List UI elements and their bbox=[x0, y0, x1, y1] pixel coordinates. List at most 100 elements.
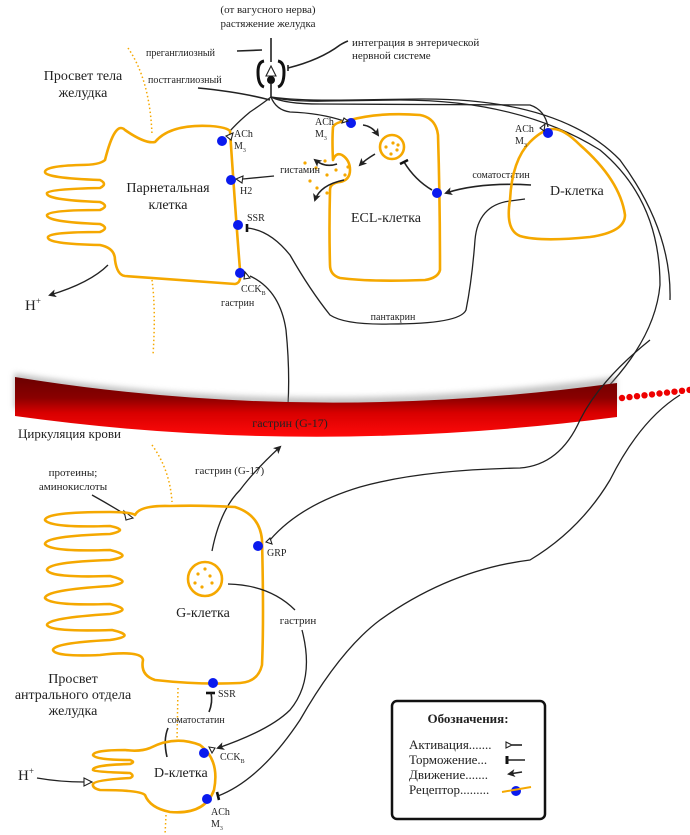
blood-flow-dot bbox=[633, 393, 641, 400]
parietal-cck-label: CCKB bbox=[241, 284, 266, 297]
ecl-vesicle bbox=[378, 133, 406, 161]
parietal-m3-label: M3 bbox=[234, 141, 246, 154]
receptor-cck-b-d-bottom bbox=[199, 748, 209, 758]
activation-ach-icon bbox=[224, 132, 234, 141]
g-cell-name: G-клетка bbox=[176, 606, 230, 621]
parietal-gastrin-label: гастрин bbox=[221, 298, 255, 309]
activation-gastrin-icon bbox=[243, 270, 252, 280]
h-plus-parietal: H+ bbox=[25, 296, 41, 314]
receptor-grp bbox=[253, 541, 263, 551]
legend-box bbox=[390, 699, 547, 821]
ganglion-bracket-left bbox=[256, 59, 265, 89]
branch-to-g-cell bbox=[270, 96, 671, 301]
parietal-ach-label: ACh bbox=[234, 129, 253, 140]
d-bottom-ach-label: ACh bbox=[211, 807, 230, 818]
d-cell-top-membrane bbox=[507, 127, 627, 241]
enteric-label-1: интеграция в энтерической bbox=[352, 37, 479, 49]
legend: Обозначения: Активация....... Торможение… bbox=[390, 699, 547, 821]
gastrin-in-blood-label: гастрин (G-17) bbox=[252, 416, 327, 430]
activation-cck-d-icon bbox=[208, 746, 216, 755]
lumen-body-label-1: Просвет тела bbox=[44, 69, 123, 84]
ecl-ach-label: ACh bbox=[315, 117, 334, 128]
enteric-label-2: нервной системе bbox=[352, 50, 431, 62]
d-top-m3-label: M3 bbox=[515, 136, 527, 149]
legend-title: Обозначения: bbox=[427, 711, 508, 726]
legend-item-inhibition: Торможение... bbox=[409, 752, 487, 767]
neuron-soma-icon bbox=[267, 76, 275, 84]
lumen-body-label-2: желудка bbox=[58, 86, 109, 101]
somatostatin-to-ecl-arrow bbox=[444, 183, 532, 195]
blood-flow-dot bbox=[656, 390, 663, 397]
g-cell-ssr-label: SSR bbox=[218, 689, 236, 700]
proteins-label-1: протеины; bbox=[49, 467, 98, 479]
blood-flow-dot bbox=[648, 391, 656, 398]
lumen-boundary-mid bbox=[151, 279, 156, 356]
histamine-label: гистамин bbox=[280, 165, 321, 176]
ganglion-synapse bbox=[197, 38, 671, 396]
stretch-label: растяжение желудка bbox=[220, 18, 315, 30]
g-cell-gastrin-label: гастрин bbox=[280, 615, 317, 627]
receptor-ssr-parietal bbox=[233, 220, 243, 230]
lumen-boundary-bottom bbox=[164, 814, 167, 835]
activation-ach-d-icon bbox=[539, 122, 546, 132]
activation-histamine-icon bbox=[234, 175, 244, 184]
g-cell-vesicle bbox=[186, 560, 224, 598]
gastrin-local-line-1 bbox=[227, 583, 296, 611]
lumen-boundary-antrum-lower bbox=[176, 687, 179, 741]
parietal-cell-membrane bbox=[43, 124, 242, 286]
ach-to-vesicle-arrow bbox=[362, 124, 380, 137]
preganglionic-label: преганглиозный bbox=[146, 48, 216, 59]
legend-item-movement: Движение....... bbox=[409, 767, 488, 782]
receptor-ssr-g-cell bbox=[208, 678, 218, 688]
receptor-ach-m3-d-top bbox=[543, 128, 553, 138]
gastrin-from-blood-line bbox=[249, 275, 290, 406]
h-plus-secretion-arrow bbox=[48, 264, 109, 298]
preganglionic-line bbox=[236, 49, 263, 52]
branch-to-antrum-d-cell bbox=[270, 96, 661, 396]
postganglionic-line bbox=[197, 87, 271, 101]
h-plus-antrum: H+ bbox=[18, 766, 34, 784]
d-bottom-m3-label: M3 bbox=[211, 819, 223, 832]
pantacrine-label: пантакрин bbox=[371, 312, 416, 323]
receptor-ach-m3-ecl bbox=[346, 118, 356, 128]
blood-flow-dot bbox=[618, 394, 626, 402]
lumen-antrum-label-1: Просвет bbox=[48, 672, 98, 687]
parietal-cell-name-2: клетка bbox=[149, 198, 189, 213]
gastrin-to-d-cell-arrow bbox=[216, 629, 308, 750]
lumen-antrum-label-2: антрального отдела bbox=[15, 688, 132, 703]
grp-label: GRP bbox=[267, 548, 287, 559]
ecl-m3-label: M3 bbox=[315, 129, 327, 142]
ecl-cell-name: ECL-клетка bbox=[351, 211, 422, 226]
ach-inhibition-d-bottom-line bbox=[217, 394, 681, 797]
gastrin-to-blood-arrow bbox=[211, 445, 282, 552]
legend-item-activation: Активация....... bbox=[409, 737, 492, 752]
lumen-boundary-antrum bbox=[151, 444, 173, 503]
lumen-antrum-label-3: желудка bbox=[48, 704, 99, 719]
receptor-ach-m3-parietal bbox=[217, 136, 227, 146]
d-bottom-cck-label: CCKB bbox=[220, 752, 245, 765]
blood-vessel bbox=[14, 373, 617, 437]
receptor-cck-b-parietal bbox=[235, 268, 245, 278]
receptor-ach-m3-d-bottom bbox=[202, 794, 212, 804]
parietal-cell-name-1: Парнетальная bbox=[126, 181, 210, 196]
legend-movement-icon bbox=[507, 769, 523, 778]
branch-to-d-cell bbox=[270, 96, 549, 128]
ganglion-bracket-right bbox=[277, 59, 286, 89]
d-cell-bottom-name: D-клетка bbox=[154, 766, 208, 781]
legend-item-receptor: Рецептор......... bbox=[409, 782, 489, 797]
vagus-label: (от вагусного нерва) bbox=[220, 4, 315, 16]
g-cell-gastrin-g17-label: гастрин (G-17) bbox=[195, 465, 265, 477]
legend-activation-icon bbox=[505, 741, 514, 749]
blood-flow-dots bbox=[618, 386, 690, 402]
blood-circulation-label: Циркуляция крови bbox=[18, 426, 121, 441]
synapse-activation-icon bbox=[265, 64, 277, 77]
pantacrine-line bbox=[246, 198, 526, 325]
g-cell-inhibition-line bbox=[208, 692, 213, 713]
somatostatin-bottom-label: соматостатин bbox=[167, 715, 225, 726]
d-cell-top-name: D-клетка bbox=[550, 184, 604, 199]
g-cell-membrane bbox=[43, 504, 265, 685]
blood-flow-dot bbox=[663, 389, 671, 396]
h-plus-antrum-line bbox=[36, 777, 85, 783]
branch-to-parietal bbox=[229, 96, 272, 132]
